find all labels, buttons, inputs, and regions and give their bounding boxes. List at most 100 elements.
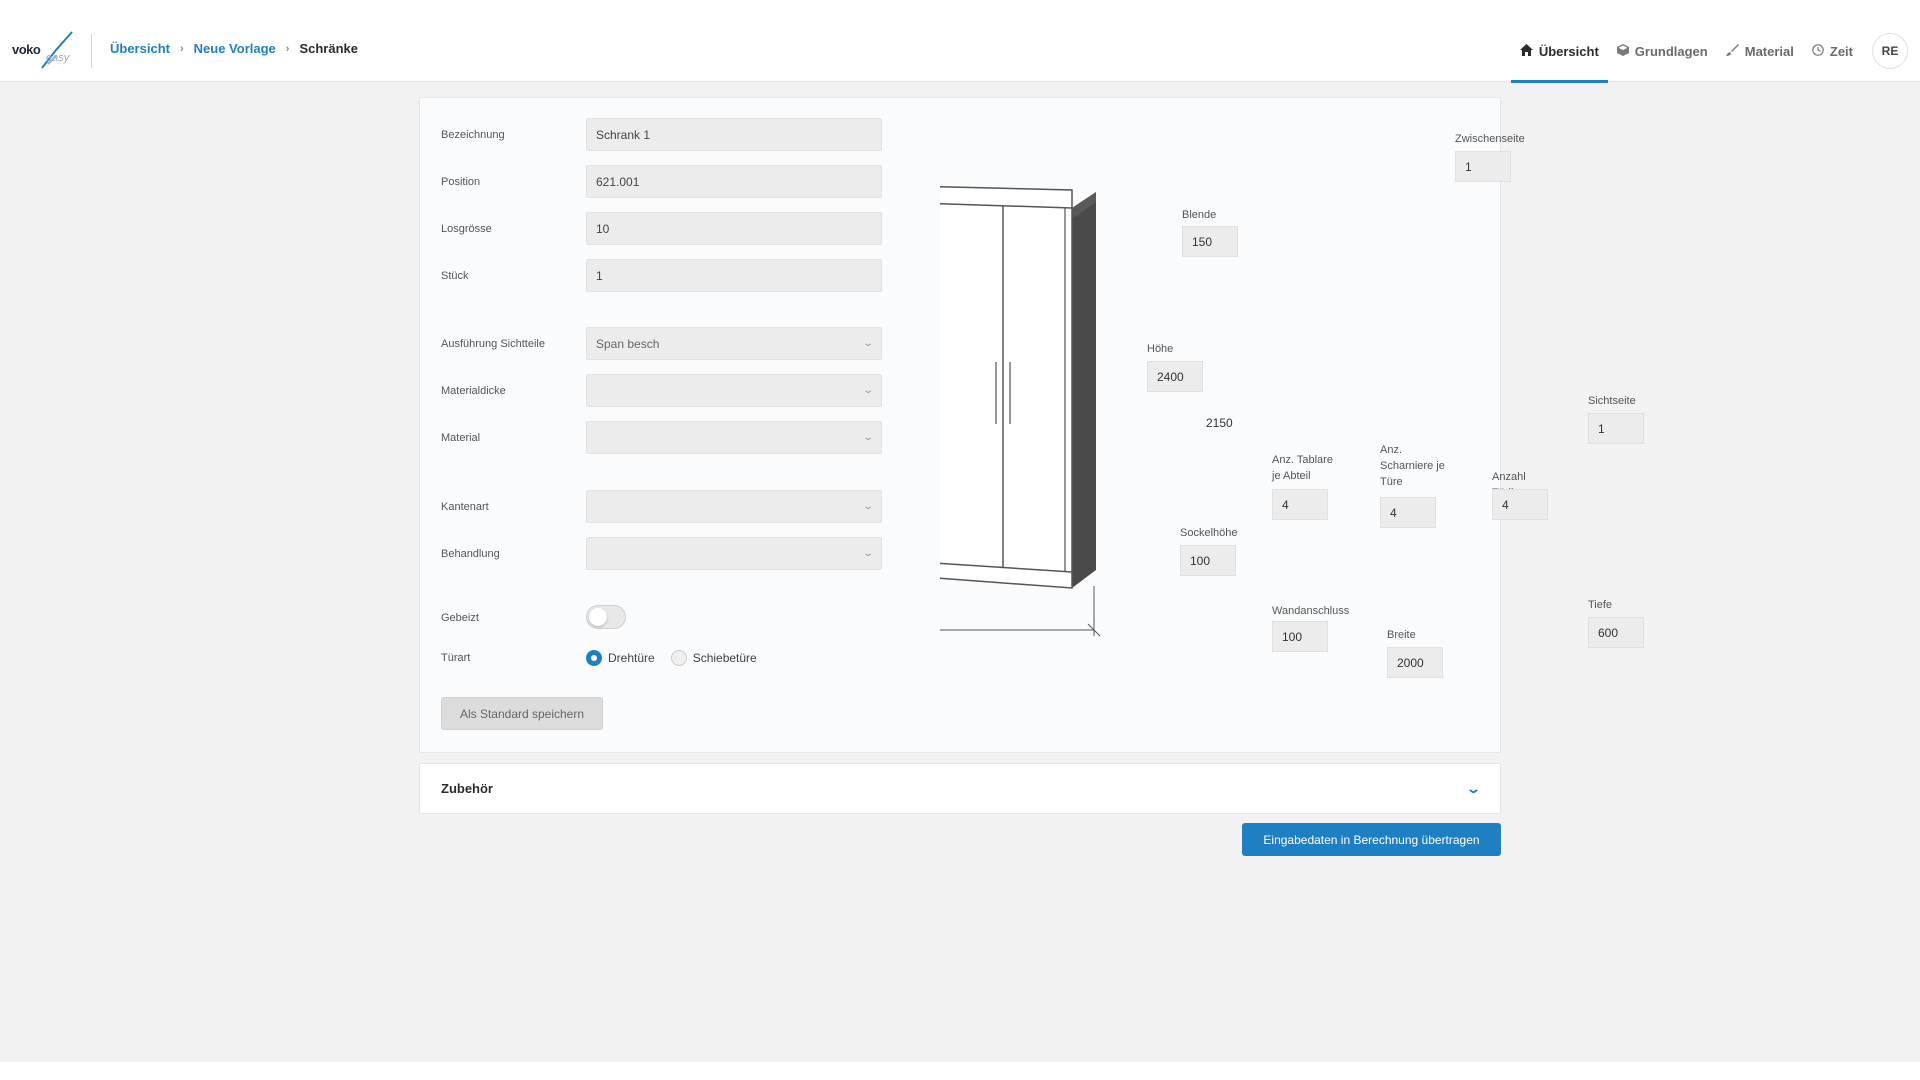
row-material: Material ⌄: [441, 421, 882, 454]
brush-icon: [1725, 43, 1739, 59]
header-divider: [91, 34, 92, 68]
nav-item-zeit[interactable]: Zeit: [1803, 20, 1862, 82]
kantenart-select[interactable]: ⌄: [586, 490, 882, 523]
logo-text: voko: [12, 42, 41, 57]
tiefe-input[interactable]: 600: [1588, 617, 1644, 648]
chevron-down-icon: ⌄: [861, 501, 874, 512]
transfer-to-calculation-button[interactable]: Eingabedaten in Berechnung übertragen: [1242, 823, 1501, 856]
cabinet-drawing: [940, 186, 1101, 637]
toggle-knob: [589, 608, 607, 626]
row-gebeizt: Gebeizt: [441, 601, 881, 634]
svg-text:easy: easy: [46, 52, 71, 64]
row-materialdicke: Materialdicke ⌄: [441, 374, 882, 407]
label-stueck: Stück: [441, 269, 469, 282]
behandlung-select[interactable]: ⌄: [586, 537, 882, 570]
material-select[interactable]: ⌄: [586, 421, 882, 454]
label-ausfuehrung: Ausführung Sichtteile: [441, 337, 545, 350]
label-breite: Breite: [1387, 629, 1416, 641]
row-bezeichnung: Bezeichnung Schrank 1: [441, 118, 882, 151]
label-sockelhoehe: Sockelhöhe: [1180, 527, 1238, 539]
nav-item-grundlagen[interactable]: Grundlagen: [1608, 20, 1717, 82]
breite-input[interactable]: 2000: [1387, 647, 1443, 678]
sockelhoehe-input[interactable]: 100: [1180, 545, 1236, 576]
tablare-input[interactable]: 4: [1272, 489, 1328, 520]
voko-logo[interactable]: easy voko: [12, 28, 74, 72]
row-ausfuehrung: Ausführung Sichtteile Span besch ⌄: [441, 327, 882, 360]
zubehoer-title: Zubehör: [441, 781, 493, 796]
label-tuerart: Türart: [441, 651, 471, 664]
tuerart-radio-group: Drehtüre Schiebetüre: [586, 649, 773, 666]
cabinet-side-panel: [1072, 192, 1096, 588]
nav-label: Zeit: [1829, 43, 1853, 59]
cabinet-config-card: Bezeichnung Schrank 1 Position 621.001 L…: [419, 97, 1644, 753]
row-losgroesse: Losgrösse 10: [441, 212, 882, 245]
row-stueck: Stück 1: [441, 259, 882, 292]
label-tablare: Anz. Tablare je Abteil: [1272, 454, 1333, 482]
breadcrumb: Übersicht › Neue Vorlage › Schränke: [110, 41, 358, 56]
label-wandanschluss: Wandanschluss: [1272, 605, 1350, 617]
label-hoehe: Höhe: [1147, 343, 1174, 355]
zubehoer-accordion[interactable]: Zubehör ⌄: [419, 763, 1501, 814]
blende-input[interactable]: 150: [1182, 226, 1238, 257]
row-tuerart: Türart Drehtüre Schiebetüre: [441, 641, 881, 674]
label-sichtseite: Sichtseite: [1588, 395, 1636, 407]
label-blende: Blende: [1182, 209, 1217, 221]
cabinet-diagram: Zwischenseite 1 Blende 150 Höhe 2400 215…: [940, 118, 1644, 708]
label-losgroesse: Losgrösse: [441, 222, 492, 235]
breadcrumb-new-template[interactable]: Neue Vorlage: [193, 41, 276, 56]
materialdicke-select[interactable]: ⌄: [586, 374, 882, 407]
zwischenseite-input[interactable]: 1: [1455, 151, 1511, 182]
position-input[interactable]: 621.001: [586, 165, 882, 198]
row-position: Position 621.001: [441, 165, 882, 198]
gebeizt-toggle[interactable]: [586, 605, 626, 629]
label-gebeizt: Gebeizt: [441, 611, 479, 624]
losgroesse-input[interactable]: 10: [586, 212, 882, 245]
label-tiefe: Tiefe: [1588, 599, 1613, 611]
breadcrumb-separator: ›: [285, 42, 290, 55]
chevron-down-icon: ⌄: [861, 432, 874, 443]
logo-swoosh-icon: easy: [41, 31, 73, 69]
clock-icon: [1812, 43, 1824, 59]
bezeichnung-input[interactable]: Schrank 1: [586, 118, 882, 151]
main-nav: Übersicht Grundlagen Material Zeit: [1510, 20, 1920, 83]
chevron-down-icon: ⌄: [861, 338, 874, 349]
save-as-default-button[interactable]: Als Standard speichern: [441, 697, 603, 730]
inner-height-value: 2150: [1206, 416, 1233, 430]
header-bar: easy voko Übersicht › Neue Vorlage › Sch…: [0, 20, 1920, 83]
breadcrumb-separator: ›: [179, 42, 184, 55]
chevron-down-icon: ⌄: [861, 385, 874, 396]
radio-label-drehtuere[interactable]: Drehtüre: [608, 650, 655, 665]
home-icon: [1519, 43, 1533, 59]
label-behandlung: Behandlung: [441, 547, 500, 560]
radio-label-schiebetuere[interactable]: Schiebetüre: [692, 650, 757, 665]
ausfuehrung-select[interactable]: Span besch ⌄: [586, 327, 882, 360]
label-position: Position: [441, 175, 481, 188]
nav-item-material[interactable]: Material: [1717, 20, 1803, 82]
select-value: Span besch: [596, 336, 660, 351]
label-material: Material: [441, 431, 481, 444]
label-bezeichnung: Bezeichnung: [441, 128, 505, 141]
cabinet-body: [940, 186, 1073, 589]
label-scharniere: Anz. Scharniere je Türe: [1380, 444, 1445, 488]
breadcrumb-current: Schränke: [299, 41, 358, 56]
breadcrumb-overview[interactable]: Übersicht: [110, 41, 170, 56]
label-materialdicke: Materialdicke: [441, 384, 506, 397]
nav-label: Übersicht: [1538, 43, 1599, 59]
sichtseite-input[interactable]: 1: [1588, 413, 1644, 444]
label-zwischenseite: Zwischenseite: [1455, 133, 1525, 145]
user-avatar[interactable]: RE: [1872, 33, 1908, 69]
hoehe-input[interactable]: 2400: [1147, 361, 1203, 392]
chevron-down-icon[interactable]: ⌄: [1465, 780, 1482, 796]
nav-item-overview[interactable]: Übersicht: [1510, 20, 1608, 83]
stueck-input[interactable]: 1: [586, 259, 882, 292]
wandanschluss-input[interactable]: 100: [1272, 621, 1328, 652]
tuerli-input[interactable]: 4: [1492, 489, 1548, 520]
scharniere-input[interactable]: 4: [1380, 497, 1436, 528]
chevron-down-icon: ⌄: [861, 548, 874, 559]
nav-label: Material: [1744, 43, 1794, 59]
row-kantenart: Kantenart ⌄: [441, 490, 882, 523]
cube-icon: [1616, 43, 1629, 59]
radio-schiebetuere[interactable]: [670, 649, 687, 666]
nav-label: Grundlagen: [1634, 43, 1708, 59]
radio-drehtuere[interactable]: [586, 649, 602, 666]
